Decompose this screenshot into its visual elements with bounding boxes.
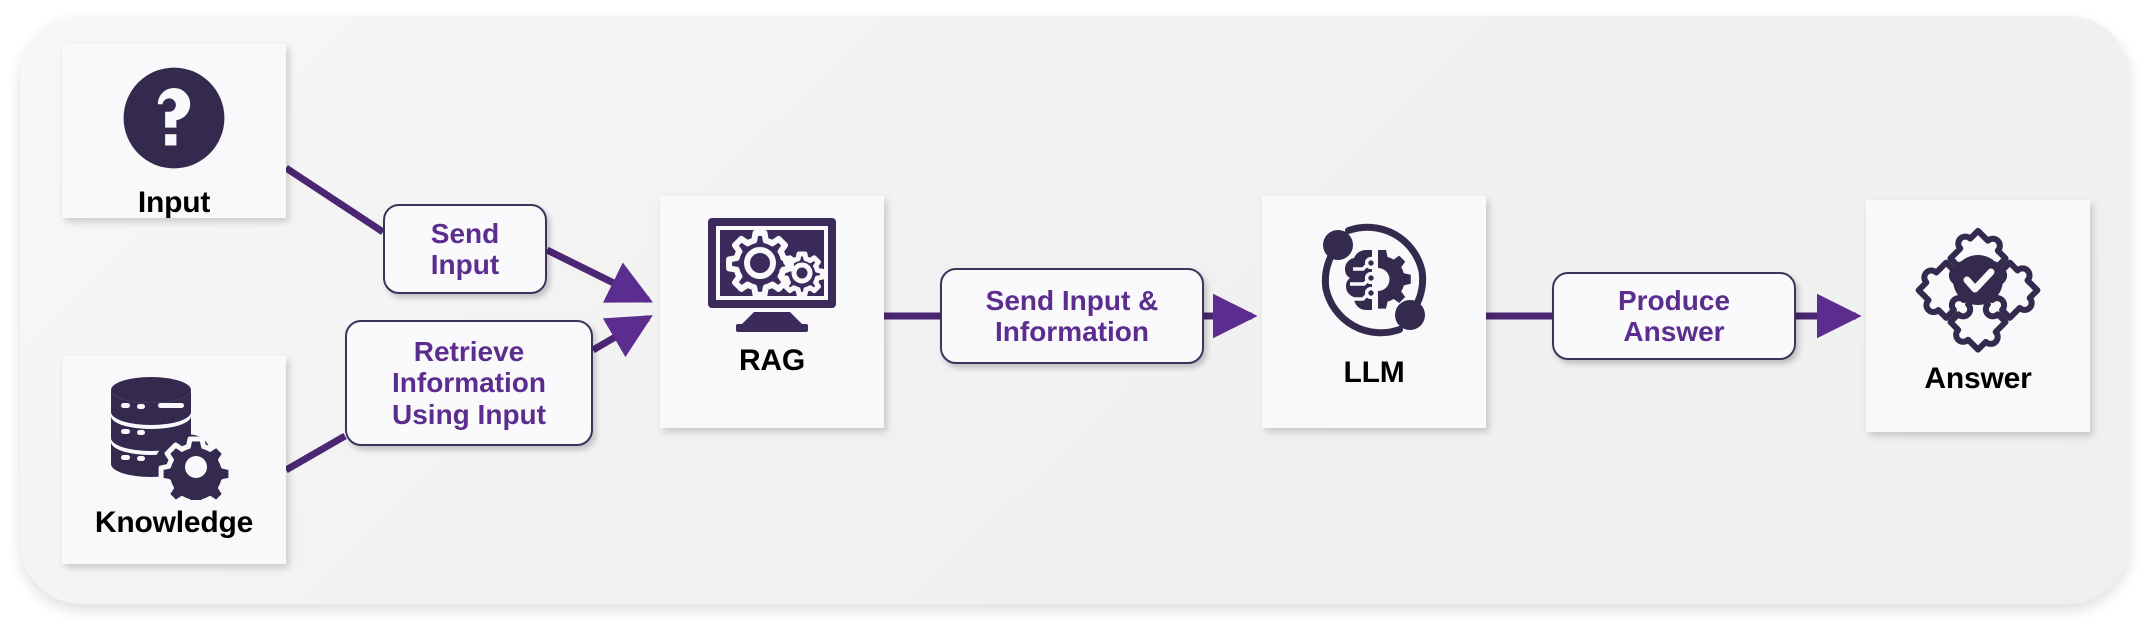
edge-label-line-3: Using Input	[392, 398, 546, 430]
node-rag-label: RAG	[738, 344, 806, 377]
orbit-dot-bottom	[1395, 300, 1425, 330]
edge-label-line-1: Send	[430, 217, 500, 249]
check-badge	[1953, 255, 2003, 305]
node-answer[interactable]: Answer	[1866, 200, 2090, 432]
puzzle-check-icon	[1910, 218, 2046, 354]
edge-label-line-2: Answer	[1623, 316, 1725, 347]
edge-label-line-2: Information	[392, 367, 546, 399]
database-cloud-gear-icon	[101, 370, 247, 500]
node-knowledge[interactable]: Knowledge	[62, 356, 286, 564]
edge-label-line-1: Retrieve	[413, 335, 525, 367]
orbit-dot-top	[1323, 230, 1353, 260]
node-input-label: Input	[137, 186, 211, 219]
edge-label-line-2: Information	[995, 316, 1149, 347]
node-llm[interactable]: LLM	[1262, 196, 1486, 428]
node-input[interactable]: Input	[62, 44, 286, 218]
edge-label-line-1: Produce	[1617, 284, 1731, 316]
brain-gear-orbit-icon	[1308, 214, 1440, 346]
edge-label-produce-answer[interactable]: Produce Answer	[1552, 272, 1796, 360]
node-llm-label: LLM	[1343, 356, 1405, 389]
node-rag[interactable]: RAG	[660, 196, 884, 428]
edge-label-line-2: Input	[430, 249, 500, 280]
edge-label-send-input-and-information[interactable]: Send Input & Information	[940, 268, 1204, 364]
edge-label-send-input[interactable]: Send Input	[383, 204, 547, 294]
monitor-gears-icon	[702, 216, 842, 332]
node-answer-label: Answer	[1924, 362, 2032, 395]
edge-label-retrieve-information[interactable]: Retrieve Information Using Input	[345, 320, 593, 446]
edge-label-line-1: Send Input &	[985, 284, 1159, 316]
node-knowledge-label: Knowledge	[94, 506, 254, 539]
question-mark-circle-icon	[114, 58, 234, 178]
